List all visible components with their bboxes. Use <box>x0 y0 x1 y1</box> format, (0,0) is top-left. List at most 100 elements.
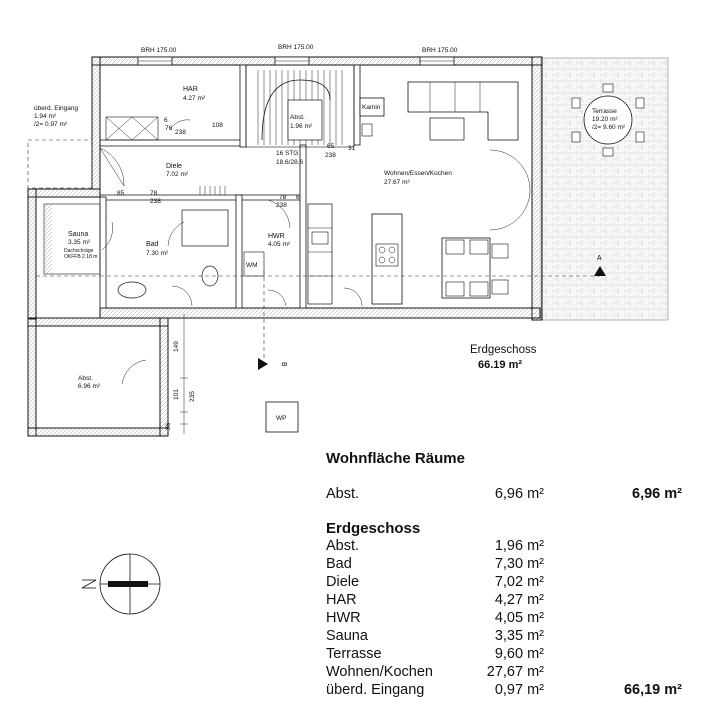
table-row: Wohnen/Kochen 27,67 m² <box>326 664 706 682</box>
stair-dim-31: 31 <box>348 145 356 152</box>
kamin-label: Kamin <box>362 104 381 111</box>
section-a-arrow <box>594 266 606 276</box>
row-value: 4,05 m² <box>494 610 544 626</box>
stair-door-dim-height: 238 <box>325 152 336 159</box>
kamin-box <box>359 97 385 117</box>
row-label: Wohnen/Kochen <box>326 664 433 680</box>
bad-door-dim-width: 78 <box>150 190 158 197</box>
entrance-name: überd. Eingang <box>34 105 78 112</box>
row-label: Abst. <box>326 538 360 554</box>
table-row: Abst. 1,96 m² <box>326 538 706 556</box>
area-table-title: Wohnfläche Räume <box>326 450 465 467</box>
row-label: Bad <box>326 556 352 572</box>
section-b-label: B <box>280 362 287 367</box>
har-dim-6: 6 <box>164 117 168 124</box>
har-fixtures <box>105 116 159 141</box>
row-value: 4,27 m² <box>494 592 544 608</box>
entrance-area2: /2= 0.97 m² <box>34 121 68 128</box>
har-door-dim-height: 238 <box>175 129 186 136</box>
abst-big-name: Abst. <box>78 375 93 382</box>
outer-walls <box>27 56 543 437</box>
table-row: überd. Eingang 0,97 m² 66,19 m² <box>326 682 706 700</box>
sink <box>117 281 147 299</box>
brh-label-3: BRH 175.00 <box>422 47 458 54</box>
row-value: 7,30 m² <box>494 556 544 572</box>
sauna-area: 3.35 m² <box>68 239 91 246</box>
living-area: 27.67 m² <box>384 179 410 186</box>
wp-label: WP <box>276 415 286 422</box>
abst-small-name: Abst. <box>290 114 305 121</box>
har-area: 4.27 m² <box>183 95 206 102</box>
hwr-name: HWR <box>268 233 285 240</box>
hwr-dim-6: 6 <box>296 194 300 201</box>
sofa <box>407 81 519 141</box>
north-arrow-icon <box>81 553 161 615</box>
living-name: Wohnen/Essen/Kochen <box>384 170 452 177</box>
row-label: Diele <box>326 574 360 590</box>
table-row: Sauna 3,35 m² <box>326 628 706 646</box>
toilet <box>201 265 219 287</box>
har-dim-108: 108 <box>212 122 223 129</box>
brh-label-1: BRH 175.00 <box>141 47 177 54</box>
table-row: Diele 7,02 m² <box>326 574 706 592</box>
wm-box <box>243 251 265 277</box>
har-door-dim-width: 76 <box>165 125 173 132</box>
sauna-note1: Dachschräge <box>64 248 94 254</box>
terrace-area2: /2= 9.60 m² <box>592 124 626 131</box>
row-label: überd. Eingang <box>326 682 425 698</box>
row-label: Sauna <box>326 628 368 644</box>
row-label: HWR <box>326 610 361 626</box>
window-marks <box>137 56 455 66</box>
floor-area: 66.19 m² <box>478 359 522 371</box>
radiator <box>199 186 226 195</box>
doors <box>99 119 531 385</box>
stairs-steps: 16 STG <box>276 150 298 157</box>
hwr-door-dim-height: 238 <box>276 202 287 209</box>
section-a-label: A <box>597 255 602 262</box>
dining-table <box>441 237 509 299</box>
bad-name: Bad <box>146 241 159 248</box>
group1-row-value: 6,96 m² <box>494 486 544 502</box>
entrance-area1: 1.94 m² <box>34 113 57 120</box>
staircase <box>245 64 355 148</box>
bad-door-dim-height: 238 <box>150 198 161 205</box>
group1-row-label: Abst. <box>326 486 360 502</box>
section-b-arrow <box>258 358 268 370</box>
wm-label: WM <box>246 262 258 269</box>
bathtub <box>181 209 229 247</box>
group1-row-total: 6,96 m² <box>632 486 682 502</box>
row-value: 1,96 m² <box>494 538 544 554</box>
floor-title: Erdgeschoss <box>470 344 537 356</box>
row-value: 9,60 m² <box>494 646 544 662</box>
hwr-area: 4.05 m² <box>268 241 291 248</box>
group1-row: Abst. 6,96 m² 6,96 m² <box>326 486 706 504</box>
stairs-ratio: 18.6/28.6 <box>276 159 303 166</box>
brh-label-2: BRH 175.00 <box>278 44 314 51</box>
kitchen-row <box>307 203 333 305</box>
table-row: HWR 4,05 m² <box>326 610 706 628</box>
diele-dim-85: 85 <box>117 190 125 197</box>
hwr-door-dim-width: 78 <box>279 194 287 201</box>
terrace-area: 19.20 m² <box>592 116 618 123</box>
dim-36: 36 <box>165 422 172 430</box>
group2-title: Erdgeschoss <box>326 520 421 537</box>
row-value: 3,35 m² <box>494 628 544 644</box>
dim-149: 149 <box>173 341 180 352</box>
table-row: Terrasse 9,60 m² <box>326 646 706 664</box>
row-value: 27,67 m² <box>486 664 544 680</box>
row-value: 0,97 m² <box>494 682 544 698</box>
sauna-name: Sauna <box>68 231 88 238</box>
stair-door-dim-width: 65 <box>327 143 335 150</box>
har-name: HAR <box>183 86 198 93</box>
row-label: HAR <box>326 592 357 608</box>
diele-area: 7.02 m² <box>166 171 189 178</box>
row-value: 7,02 m² <box>494 574 544 590</box>
abst-big-area: 6.96 m² <box>78 383 101 390</box>
terrace-table <box>571 83 645 157</box>
table-row: HAR 4,27 m² <box>326 592 706 610</box>
dim-101: 101 <box>173 389 180 400</box>
kitchen-island <box>371 213 403 305</box>
bad-area: 7.30 m² <box>146 250 169 257</box>
wp-box <box>265 401 299 433</box>
